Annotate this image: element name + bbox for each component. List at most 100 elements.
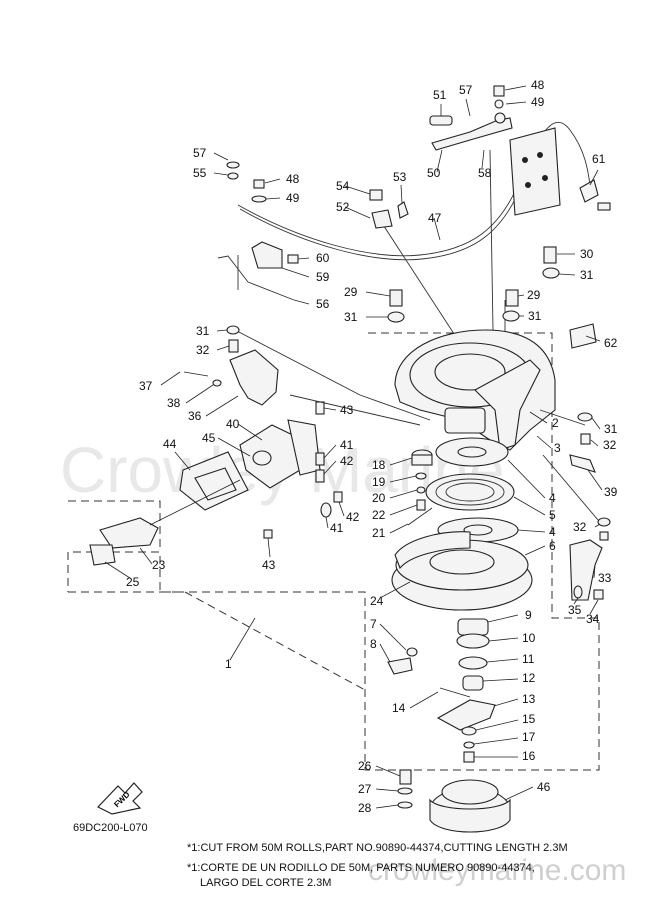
callout-26: 26 bbox=[358, 759, 372, 773]
callout-43b: 43 bbox=[262, 558, 276, 572]
callout-58: 58 bbox=[478, 166, 492, 180]
callout-51: 51 bbox=[433, 88, 447, 102]
callout-6: 6 bbox=[549, 539, 556, 553]
callout-52: 52 bbox=[336, 200, 350, 214]
part-52 bbox=[371, 209, 393, 229]
callout-30: 30 bbox=[580, 247, 594, 261]
callout-10: 10 bbox=[522, 631, 536, 645]
callout-36: 36 bbox=[188, 409, 202, 423]
plate-62 bbox=[569, 323, 597, 349]
callout-61: 61 bbox=[592, 152, 606, 166]
watermark-url: crowleymarine.com bbox=[368, 854, 626, 887]
drive-plate-13 bbox=[436, 699, 496, 731]
callout-57: 57 bbox=[193, 146, 207, 160]
callout-40: 40 bbox=[226, 417, 240, 431]
callout-41b: 41 bbox=[330, 521, 344, 535]
callout-31c: 31 bbox=[528, 309, 542, 323]
callout-46: 46 bbox=[537, 780, 551, 794]
mount-plate bbox=[509, 127, 561, 216]
callout-45: 45 bbox=[202, 431, 216, 445]
callout-29: 29 bbox=[344, 285, 358, 299]
assembly-outline-main bbox=[67, 332, 600, 771]
callout-39: 39 bbox=[604, 485, 618, 499]
callout-19: 19 bbox=[372, 475, 386, 489]
bushing-9 bbox=[457, 618, 489, 636]
callout-23: 23 bbox=[152, 558, 166, 572]
callout-35: 35 bbox=[568, 603, 582, 617]
callout-20: 20 bbox=[372, 491, 386, 505]
bracket-36 bbox=[229, 349, 279, 406]
callout-5: 5 bbox=[549, 508, 556, 522]
callout-33: 33 bbox=[598, 571, 612, 585]
callout-48b: 48 bbox=[286, 172, 300, 186]
callout-3: 3 bbox=[554, 441, 561, 455]
callout-14: 14 bbox=[392, 701, 406, 715]
callout-55: 55 bbox=[193, 166, 207, 180]
bolt-29-left bbox=[389, 289, 403, 307]
callout-17: 17 bbox=[522, 730, 536, 744]
callout-9: 9 bbox=[525, 608, 532, 622]
spring-5 bbox=[425, 473, 515, 511]
callout-18: 18 bbox=[372, 458, 386, 472]
callout-31d: 31 bbox=[196, 324, 210, 338]
callout-54: 54 bbox=[336, 179, 350, 193]
callout-15: 15 bbox=[522, 712, 536, 726]
callout-49: 49 bbox=[531, 95, 545, 109]
callout-62: 62 bbox=[604, 336, 618, 350]
callout-57b: 57 bbox=[459, 83, 473, 97]
callout-4: 4 bbox=[549, 491, 556, 505]
note-spanish-cont: LARGO DEL CORTE 2.3M bbox=[200, 877, 332, 889]
callout-12: 12 bbox=[522, 671, 536, 685]
callout-31b: 31 bbox=[344, 310, 358, 324]
starter-housing bbox=[394, 329, 556, 451]
callout-28: 28 bbox=[358, 801, 372, 815]
callout-27: 27 bbox=[358, 782, 372, 796]
sheave-24 bbox=[391, 531, 533, 611]
callout-21: 21 bbox=[372, 526, 386, 540]
callout-25: 25 bbox=[126, 575, 140, 589]
callout-37: 37 bbox=[139, 379, 153, 393]
callout-53: 53 bbox=[393, 170, 407, 184]
callout-16: 16 bbox=[522, 749, 536, 763]
fwd-arrow-icon: FWD bbox=[97, 782, 143, 815]
callout-47: 47 bbox=[428, 211, 442, 225]
note-english: *1:CUT FROM 50M ROLLS,PART NO.90890-4437… bbox=[187, 842, 568, 854]
assembly-outline-link bbox=[68, 591, 366, 691]
callout-8: 8 bbox=[370, 637, 377, 651]
callout-43: 43 bbox=[340, 403, 354, 417]
callout-42: 42 bbox=[340, 454, 354, 468]
callout-24: 24 bbox=[370, 594, 384, 608]
callout-48: 48 bbox=[531, 78, 545, 92]
lever-50 bbox=[431, 117, 513, 151]
callout-38: 38 bbox=[167, 396, 181, 410]
callout-32b: 32 bbox=[603, 438, 617, 452]
callout-42b: 42 bbox=[346, 510, 360, 524]
callout-1: 1 bbox=[225, 657, 232, 671]
callout-44: 44 bbox=[163, 437, 177, 451]
handle-23 bbox=[99, 517, 159, 549]
cable-47 bbox=[237, 121, 591, 257]
note-spanish: *1:CORTE DE UN RODILLO DE 50M, PARTS NUM… bbox=[187, 862, 535, 874]
spring-51 bbox=[429, 115, 453, 126]
callout-59: 59 bbox=[316, 270, 330, 284]
callout-22: 22 bbox=[372, 508, 386, 522]
callout-49b: 49 bbox=[286, 191, 300, 205]
callout-31e: 31 bbox=[604, 422, 618, 436]
plate-39 bbox=[569, 454, 596, 473]
callout-29b: 29 bbox=[527, 288, 541, 302]
callout-11: 11 bbox=[522, 652, 535, 666]
callout-32: 32 bbox=[196, 343, 210, 357]
callout-13: 13 bbox=[522, 692, 536, 706]
callout-50: 50 bbox=[427, 166, 441, 180]
bolt-29-right bbox=[505, 289, 519, 307]
callout-34: 34 bbox=[586, 612, 600, 626]
callout-32c: 32 bbox=[573, 520, 587, 534]
callout-60: 60 bbox=[316, 251, 330, 265]
assembly-outline-handle bbox=[68, 500, 161, 552]
diagram-code: 69DC200-L070 bbox=[73, 822, 148, 834]
callout-41: 41 bbox=[340, 438, 354, 452]
part-54 bbox=[369, 189, 383, 201]
callout-2: 2 bbox=[552, 416, 559, 430]
bracket-59 bbox=[251, 241, 283, 269]
